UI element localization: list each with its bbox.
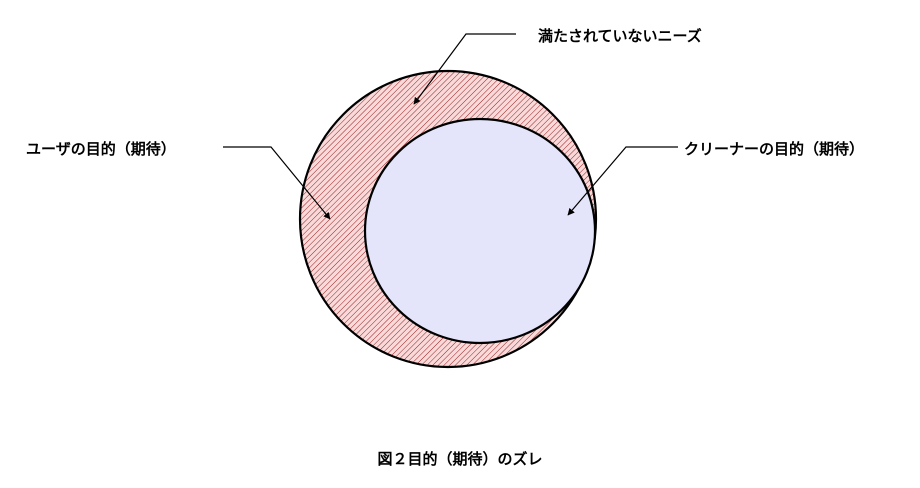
unmet-needs-leader <box>413 33 516 105</box>
cleaner-purpose-circle <box>363 117 597 345</box>
user-purpose-label: ユーザの目的（期待） <box>26 140 176 158</box>
cleaner-purpose-leader <box>567 146 678 216</box>
figure-caption: 図２目的（期待）のズレ <box>377 450 542 468</box>
cleaner-purpose-label: クリーナーの目的（期待） <box>684 140 864 158</box>
user-purpose-leader <box>223 146 331 220</box>
unmet-needs-label: 満たされていないニーズ <box>538 27 702 45</box>
